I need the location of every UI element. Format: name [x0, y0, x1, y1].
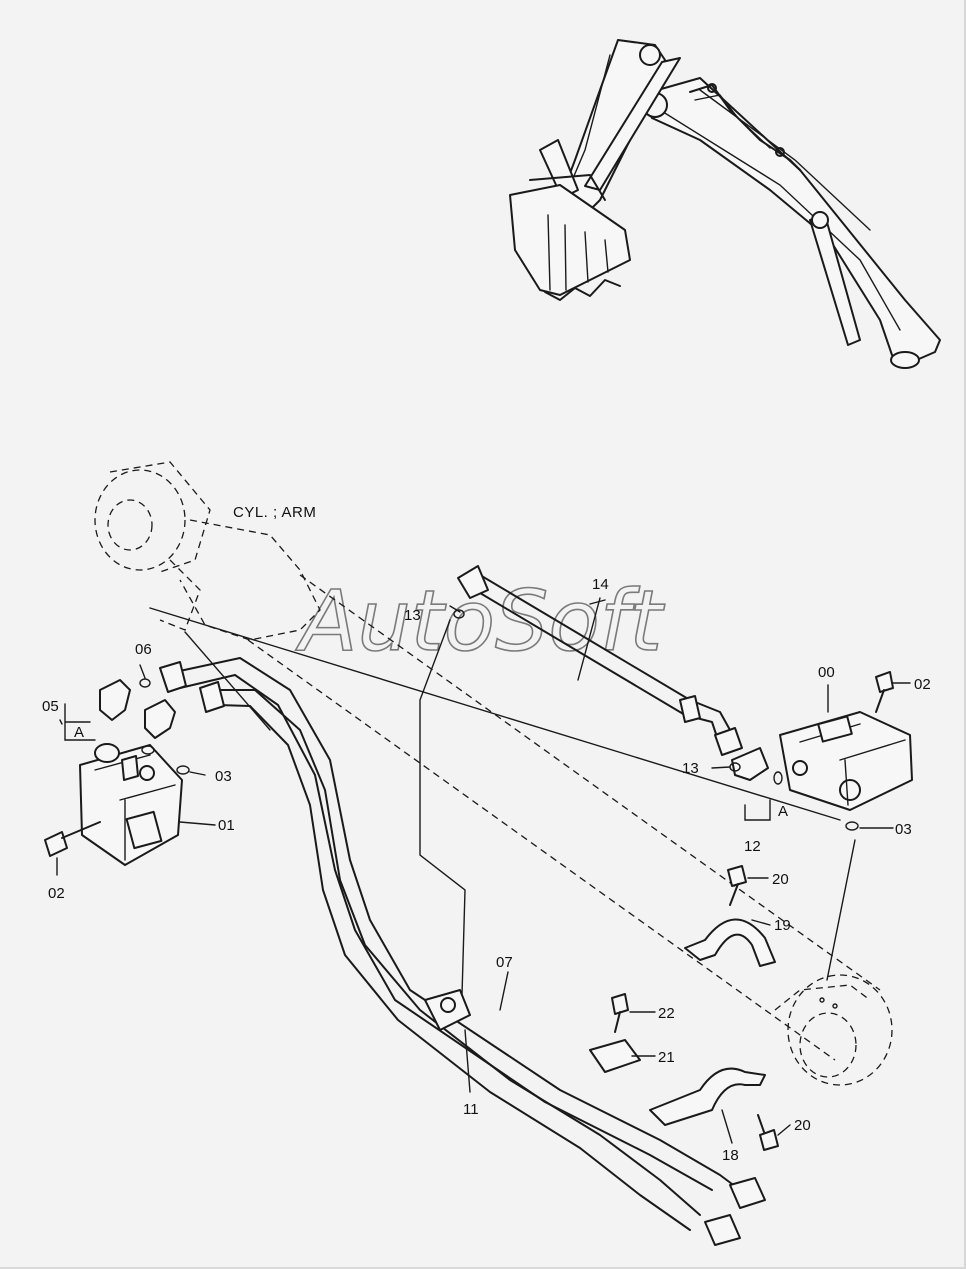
bolt-02-right	[875, 671, 894, 693]
callout-13-top: 13	[404, 607, 421, 624]
callout-20-upper: 20	[772, 871, 789, 888]
bolt-22-shank	[614, 1011, 621, 1033]
clamp-21	[589, 1039, 641, 1073]
callout-22: 22	[658, 1005, 675, 1022]
bolt-22	[611, 993, 629, 1015]
callout-18: 18	[722, 1147, 739, 1164]
o-ring-13-top	[453, 609, 465, 619]
o-ring-right	[773, 771, 783, 785]
callout-19: 19	[774, 917, 791, 934]
bracket-19	[684, 918, 776, 967]
o-ring-06	[139, 678, 151, 688]
pipe-end-lower-1	[729, 1177, 766, 1209]
callout-03-left: 03	[215, 768, 232, 785]
bracket-18	[649, 1067, 766, 1126]
reference-A-right: A	[778, 803, 788, 820]
leader-lines	[56, 597, 911, 1144]
callout-02-right: 02	[914, 676, 931, 693]
o-ring-03-left	[176, 765, 190, 775]
reference-A-left: A	[74, 724, 84, 741]
o-ring-left	[141, 745, 155, 755]
bolt-02-left	[44, 831, 68, 857]
pipe-end-lower-2	[704, 1214, 741, 1246]
bolt-20-lower	[759, 1129, 779, 1151]
callout-06: 06	[135, 641, 152, 658]
o-ring-03-right	[845, 821, 859, 831]
pipe-end-upper-1	[159, 661, 187, 693]
bolt-20-upper	[727, 865, 747, 887]
callout-14: 14	[592, 576, 609, 593]
callout-05: 05	[42, 698, 59, 715]
collar-port	[440, 997, 456, 1013]
callout-01: 01	[218, 817, 235, 834]
bolt-20-lower-shank	[757, 1114, 765, 1133]
callout-02-left: 02	[48, 885, 65, 902]
bolt-02-left-shank	[61, 821, 101, 839]
valve-00	[779, 711, 913, 811]
bolt-20-upper-shank	[729, 883, 739, 906]
elbow-05-a	[99, 679, 131, 721]
callout-11: 11	[463, 1101, 479, 1118]
pipe-11	[209, 689, 701, 1231]
callout-13-right: 13	[682, 760, 699, 777]
pipe-clamp-collar	[424, 989, 471, 1031]
hose-14	[457, 565, 743, 756]
callout-07: 07	[496, 954, 513, 971]
caption-cylinder-arm: CYL. ; ARM	[233, 504, 316, 521]
callout-12: 12	[744, 838, 761, 855]
callout-21: 21	[658, 1049, 675, 1066]
elbow-05-b	[144, 699, 176, 739]
valve-01	[79, 743, 183, 866]
pipe-end-upper-2	[199, 681, 225, 713]
elbow-12	[731, 747, 769, 781]
callout-20-lower: 20	[794, 1117, 811, 1134]
bolt-02-right-shank	[875, 689, 885, 713]
callout-00: 00	[818, 664, 835, 681]
callout-03-right: 03	[895, 821, 912, 838]
excavator-overview-illustration	[509, 39, 941, 369]
